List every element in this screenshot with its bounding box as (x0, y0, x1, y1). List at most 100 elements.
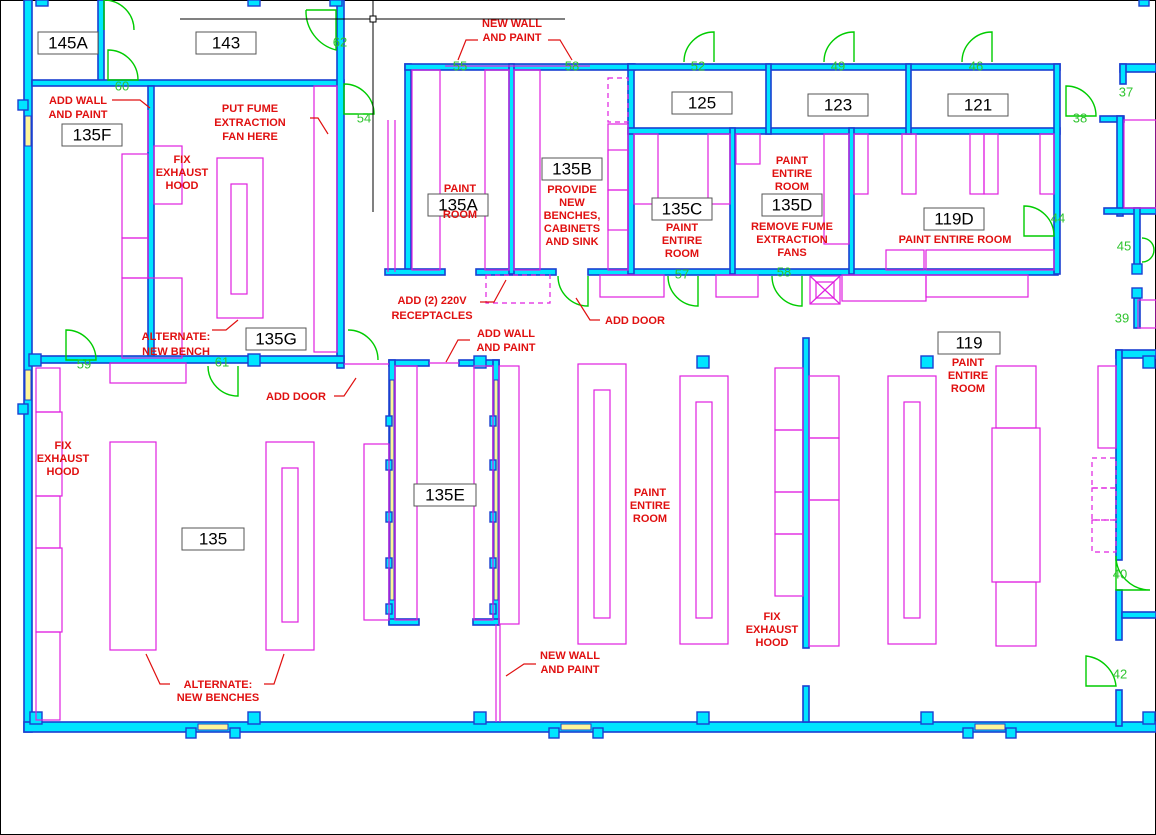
room-tag-135f: 135F (61, 123, 123, 147)
note-paint-135c: PAINT ENTIRE ROOM (662, 222, 702, 260)
door-number: 45 (1117, 239, 1131, 254)
note-new-wall-bottom: NEW WALL AND PAINT (540, 650, 600, 676)
svg-text:NEW: NEW (559, 197, 585, 209)
door-number: 59 (77, 357, 91, 372)
door-number: 54 (357, 111, 371, 126)
note-provide-benches: PROVIDE NEW BENCHES, CABINETS AND SINK (544, 184, 601, 248)
svg-text:125: 125 (688, 94, 716, 113)
svg-text:PAINT ENTIRE ROOM: PAINT ENTIRE ROOM (899, 234, 1012, 246)
note-add-door-left: ADD DOOR (266, 391, 326, 403)
svg-text:145A: 145A (48, 34, 88, 53)
note-remove-fans: REMOVE FUME EXTRACTION FANS (751, 221, 833, 259)
svg-text:135G: 135G (255, 330, 297, 349)
svg-text:EXHAUST: EXHAUST (746, 624, 799, 636)
svg-text:AND PAINT: AND PAINT (540, 664, 599, 676)
svg-text:143: 143 (212, 34, 240, 53)
room-tag-135g: 135G (245, 327, 307, 351)
svg-text:121: 121 (964, 96, 992, 115)
doors (65, 0, 1155, 687)
svg-text:ADD WALL: ADD WALL (477, 328, 535, 340)
note-add-wall-135f: ADD WALL AND PAINT (48, 95, 107, 121)
svg-text:HOOD: HOOD (166, 180, 199, 192)
svg-text:FANS: FANS (777, 247, 806, 259)
svg-text:PAINT: PAINT (634, 487, 666, 499)
door-numbers: 62 60 54 55 58 52 49 46 37 38 44 45 57 5… (77, 35, 1133, 682)
svg-text:123: 123 (824, 96, 852, 115)
leader-lines (112, 39, 600, 685)
door-number: 60 (115, 79, 129, 94)
note-receptacles: ADD (2) 220V RECEPTACLES (391, 295, 472, 322)
room-tag-119: 119 (937, 331, 1001, 355)
svg-text:ADD DOOR: ADD DOOR (266, 391, 326, 403)
room-tag-145a: 145A (37, 31, 99, 55)
door-number: 61 (215, 355, 229, 370)
room-tag-135a: 135A (427, 193, 489, 217)
door-number: 52 (691, 59, 705, 74)
door-number: 38 (1073, 111, 1087, 126)
svg-text:135B: 135B (552, 160, 592, 179)
room-tag-135d: 135D (761, 193, 823, 217)
svg-text:119D: 119D (934, 210, 973, 229)
svg-text:135C: 135C (662, 200, 703, 219)
svg-text:NEW WALL: NEW WALL (482, 18, 542, 30)
annotations: NEW WALL AND PAINT ADD WALL AND PAINT PU… (37, 18, 1012, 704)
svg-text:HOOD: HOOD (756, 637, 789, 649)
room-tag-135e: 135E (413, 483, 477, 507)
note-paint-119d: PAINT ENTIRE ROOM (899, 234, 1012, 246)
room-tag-125: 125 (671, 91, 733, 115)
note-fix-hood-119: FIX EXHAUST HOOD (746, 611, 799, 649)
svg-text:PUT FUME: PUT FUME (222, 103, 278, 115)
door-number: 62 (333, 35, 347, 50)
door-number: 39 (1115, 311, 1129, 326)
svg-text:ENTIRE: ENTIRE (662, 235, 702, 247)
svg-text:AND PAINT: AND PAINT (476, 342, 535, 354)
note-paint-135a: PAINT ROOM (443, 183, 477, 221)
svg-text:ADD DOOR: ADD DOOR (605, 315, 665, 327)
room-tag-135b: 135B (541, 157, 603, 181)
svg-text:EXTRACTION: EXTRACTION (214, 117, 286, 129)
svg-text:ENTIRE: ENTIRE (772, 168, 812, 180)
door-number: 44 (1051, 211, 1065, 226)
door-number: 49 (831, 59, 845, 74)
door-number: 57 (675, 267, 689, 282)
note-fix-hood-135f: FIX EXHAUST HOOD (156, 154, 209, 192)
door-number: 40 (1113, 567, 1127, 582)
svg-text:AND SINK: AND SINK (545, 236, 598, 248)
note-paint-135d: PAINT ENTIRE ROOM (772, 155, 812, 193)
note-paint-center: PAINT ENTIRE ROOM (630, 487, 670, 525)
svg-text:ADD WALL: ADD WALL (49, 95, 107, 107)
svg-text:NEW BENCH: NEW BENCH (142, 346, 210, 358)
svg-text:AND PAINT: AND PAINT (48, 109, 107, 121)
svg-text:EXTRACTION: EXTRACTION (756, 234, 828, 246)
svg-text:ALTERNATE:: ALTERNATE: (184, 679, 253, 691)
crosshair (180, 0, 565, 212)
svg-text:NEW WALL: NEW WALL (540, 650, 600, 662)
svg-text:135F: 135F (73, 126, 112, 145)
note-fix-hood-135: FIX EXHAUST HOOD (37, 440, 90, 478)
svg-text:PROVIDE: PROVIDE (547, 184, 597, 196)
door-number: 55 (453, 59, 467, 74)
svg-text:HOOD: HOOD (47, 466, 80, 478)
note-add-door-right: ADD DOOR (605, 315, 665, 327)
svg-text:PAINT: PAINT (776, 155, 808, 167)
room-tags: 145A 143 135F 135A 135B 125 123 121 (37, 31, 1009, 551)
room-tag-135: 135 (181, 527, 245, 551)
svg-text:ADD (2) 220V: ADD (2) 220V (397, 295, 467, 307)
room-tag-119d: 119D (923, 207, 985, 231)
svg-text:FAN HERE: FAN HERE (222, 131, 278, 143)
svg-text:EXHAUST: EXHAUST (37, 453, 90, 465)
svg-text:135A: 135A (438, 196, 478, 215)
svg-text:FIX: FIX (173, 154, 191, 166)
svg-text:AND PAINT: AND PAINT (482, 32, 541, 44)
svg-text:EXHAUST: EXHAUST (156, 167, 209, 179)
svg-text:135D: 135D (772, 196, 813, 215)
svg-text:135: 135 (199, 530, 227, 549)
door-number: 46 (969, 59, 983, 74)
door-number: 58 (777, 265, 791, 280)
svg-text:ROOM: ROOM (775, 181, 809, 193)
svg-text:PAINT: PAINT (952, 357, 984, 369)
room-tag-143: 143 (195, 31, 257, 55)
svg-text:FIX: FIX (54, 440, 72, 452)
room-tag-135c: 135C (651, 197, 713, 221)
svg-text:FIX: FIX (763, 611, 781, 623)
